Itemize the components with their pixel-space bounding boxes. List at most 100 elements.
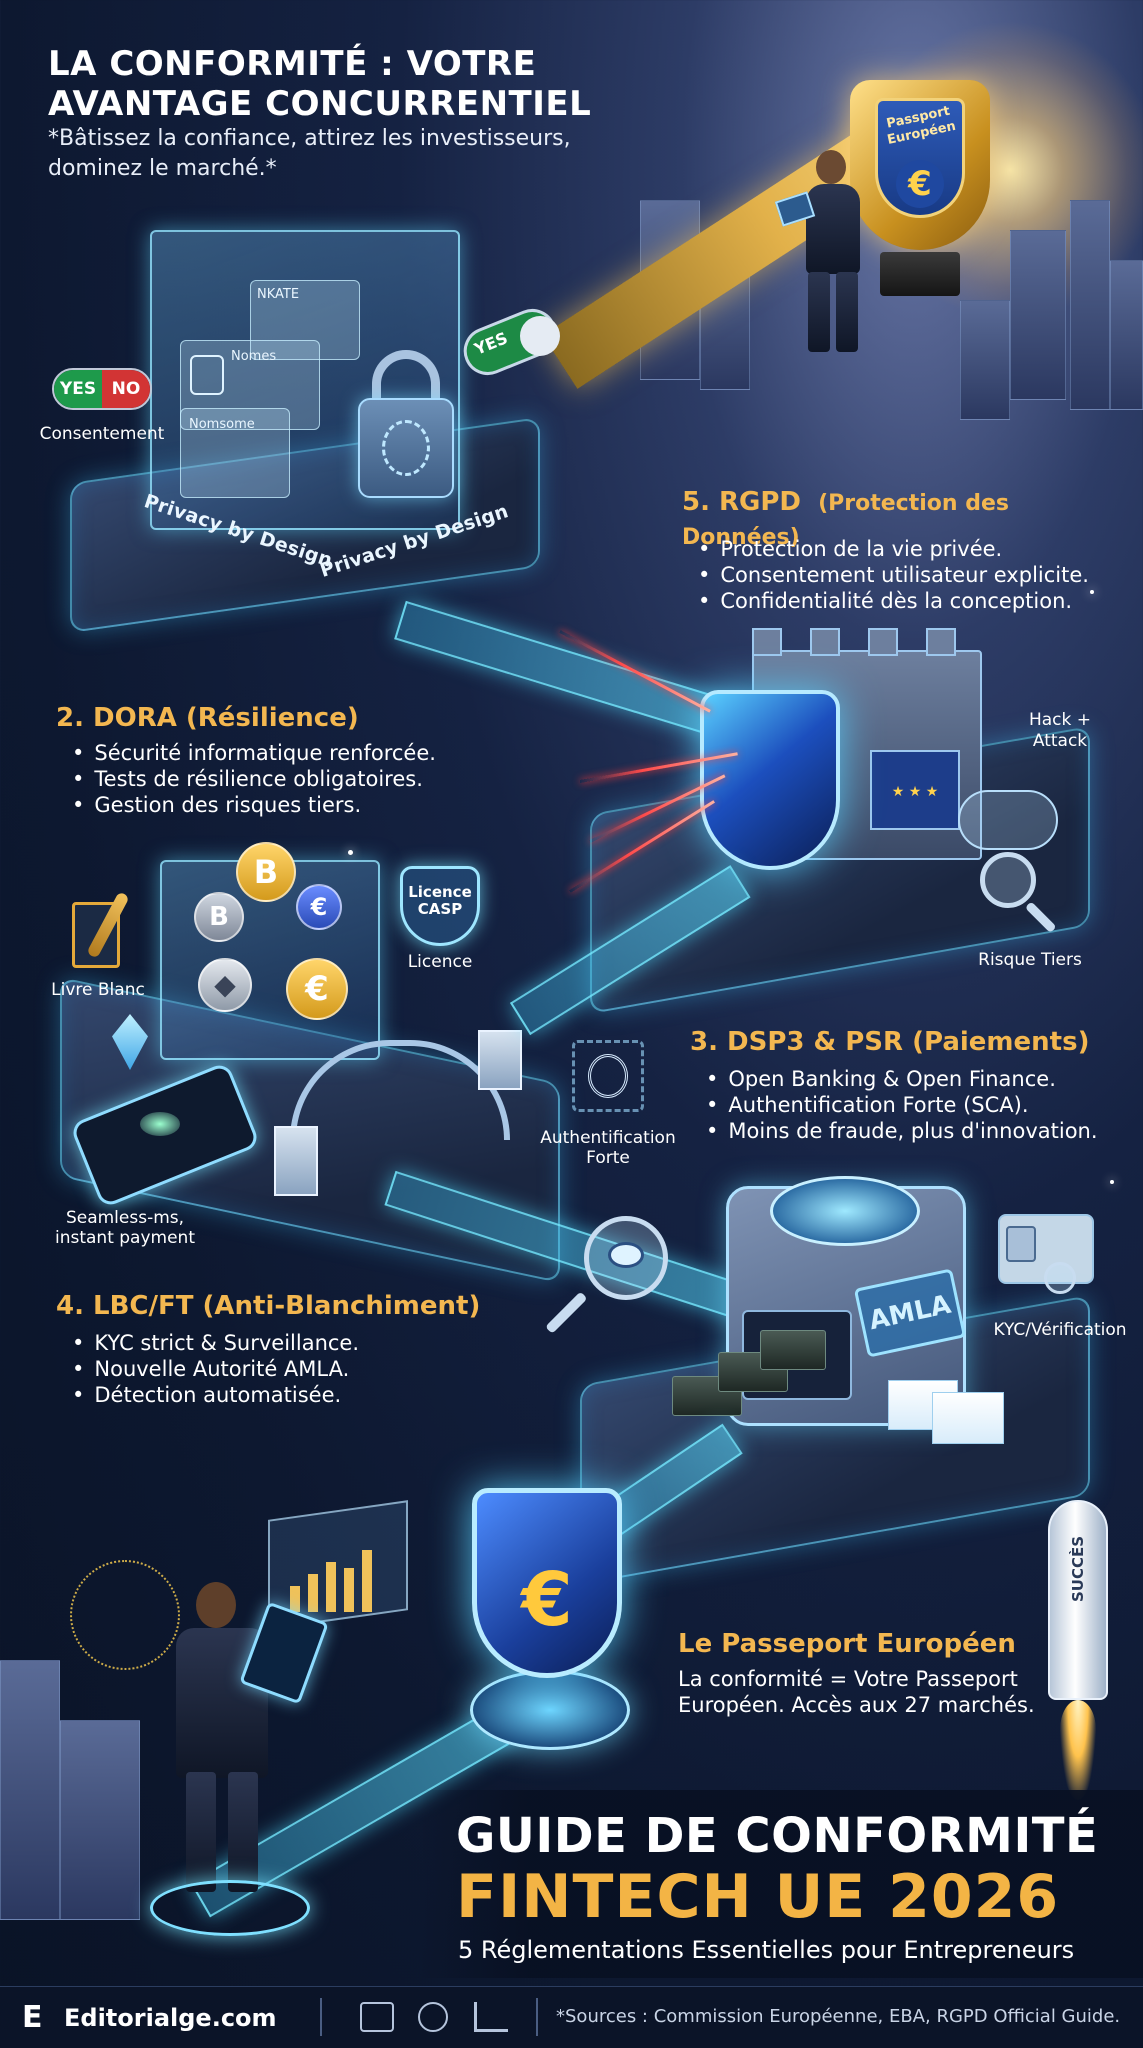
- euro-coin-icon: €: [286, 958, 348, 1020]
- sparkle: [348, 850, 353, 855]
- lbc-bullets: KYC strict & Surveillance. Nouvelle Auto…: [72, 1330, 532, 1408]
- person-leg: [808, 272, 830, 352]
- passport-text: La conformité = Votre Passeport Européen…: [678, 1667, 1035, 1717]
- eye-icon: [608, 1242, 644, 1268]
- euro-shield-icon: [472, 1488, 622, 1678]
- clock-tower: [0, 1660, 60, 1920]
- chart-bar: [326, 1562, 336, 1612]
- payment-glow: [140, 1112, 180, 1136]
- amla-scanner-top: [770, 1176, 920, 1246]
- passport-title: Le Passeport Européen: [678, 1629, 1016, 1659]
- footer-bar: [0, 1986, 1143, 2048]
- document-stack-icon: [932, 1392, 1004, 1444]
- id-card: NKATE: [250, 280, 360, 360]
- rgpd-bullets: Protection de la vie privée. Consentemen…: [698, 536, 1138, 614]
- licence-shield-icon: [400, 866, 480, 946]
- licence-label: Licence: [407, 952, 473, 972]
- euro-icon: €: [896, 160, 944, 208]
- avatar-icon: [190, 355, 224, 395]
- chart-bar: [290, 1586, 300, 1612]
- chart-icon: [474, 2002, 508, 2032]
- security-shield-icon: [700, 690, 840, 870]
- rgpd-title-main: 5. RGPD: [682, 487, 802, 517]
- person-leg: [186, 1772, 216, 1892]
- castle-merlon: [810, 628, 840, 656]
- footer-divider: [536, 1998, 538, 2036]
- cash-stack-icon: [760, 1330, 826, 1370]
- euro-coin-icon: €: [296, 884, 342, 930]
- dora-bullets: Sécurité informatique renforcée. Tests d…: [72, 740, 532, 818]
- chart-bar: [344, 1568, 354, 1612]
- city-building: [960, 300, 1010, 420]
- city-building: [1110, 260, 1143, 410]
- list-item: Consentement utilisateur explicite.: [698, 562, 1138, 588]
- list-item: Tests de résilience obligatoires.: [72, 766, 532, 792]
- shield-pedestal: [470, 1670, 630, 1750]
- guide-banner: [420, 1790, 1143, 1978]
- list-item: Protection de la vie privée.: [698, 536, 1138, 562]
- chart-bar: [362, 1550, 372, 1612]
- rocket-label: SUCCÈS: [1069, 1535, 1087, 1603]
- castle-merlon: [926, 628, 956, 656]
- sparkle: [1090, 590, 1094, 594]
- person-leg: [836, 272, 858, 352]
- toggle-yes: YES: [54, 370, 102, 408]
- dsp3-title: 3. DSP3 & PSR (Paiements): [690, 1027, 1090, 1057]
- livre-blanc-label: Livre Blanc: [51, 980, 145, 1000]
- list-item: Confidentialité dès la conception.: [698, 588, 1138, 614]
- magnifier-icon: [1044, 1262, 1076, 1294]
- sources-text: *Sources : Commission Européenne, EBA, R…: [556, 2006, 1121, 2027]
- footer-divider: [320, 1998, 322, 2036]
- fingerprint-icon: [588, 1054, 628, 1098]
- castle-merlon: [868, 628, 898, 656]
- padlock-shackle: [372, 350, 440, 414]
- bank-pillar-icon: [478, 1030, 522, 1090]
- kyc-label: KYC/Vérification: [993, 1320, 1127, 1340]
- toggle-no: NO: [102, 370, 150, 408]
- magnifier-icon: [980, 852, 1036, 908]
- risque-tiers-label: Risque Tiers: [978, 950, 1082, 970]
- rocket-flame: [1060, 1700, 1096, 1800]
- list-item: Moins de fraude, plus d'innovation.: [706, 1118, 1136, 1144]
- euro-icon: €: [521, 1557, 573, 1643]
- list-item: Open Banking & Open Finance.: [706, 1066, 1136, 1092]
- city-building: [60, 1720, 140, 1920]
- guide-title-line1: GUIDE DE CONFORMITÉ: [456, 1808, 1099, 1864]
- guide-subtitle: 5 Réglementations Essentielles pour Entr…: [458, 1936, 1075, 1964]
- search-icon: [418, 2002, 448, 2032]
- eu-stars-icon: [70, 1560, 180, 1670]
- list-item: Gestion des risques tiers.: [72, 792, 532, 818]
- chart-bar: [308, 1574, 318, 1612]
- businessman-figure: [806, 184, 860, 274]
- payment-label: Seamless-ms, instant payment: [54, 1208, 195, 1248]
- coin-icon: B: [194, 892, 244, 942]
- list-item: KYC strict & Surveillance.: [72, 1330, 532, 1356]
- castle-merlon: [752, 628, 782, 656]
- ethereum-icon: ◆: [198, 958, 252, 1012]
- clock-tower: [1070, 200, 1110, 410]
- city-building: [1010, 230, 1066, 400]
- rocket-icon: [1048, 1500, 1108, 1700]
- brand-name[interactable]: Editorialge.com: [64, 2004, 277, 2032]
- bank-pillar-icon: [274, 1126, 318, 1196]
- magnifier-handle: [545, 1291, 588, 1334]
- newspaper-icon: [360, 2002, 394, 2032]
- hack-label: Hack + Attack: [1028, 710, 1092, 751]
- dsp3-bullets: Open Banking & Open Finance. Authentific…: [706, 1066, 1136, 1144]
- list-item: Détection automatisée.: [72, 1382, 532, 1408]
- list-item: Authentification Forte (SCA).: [706, 1092, 1136, 1118]
- guide-title-line2: FINTECH UE 2026: [456, 1862, 1060, 1932]
- avatar-icon: [1006, 1226, 1036, 1262]
- eu-flag-icon: ★ ★ ★: [870, 750, 960, 830]
- bitcoin-icon: B: [236, 842, 296, 902]
- sparkle: [1110, 1180, 1114, 1184]
- id-card: Nomsome: [180, 408, 290, 498]
- cloud-icon: [958, 790, 1058, 850]
- auth-label: Authentification Forte: [540, 1128, 676, 1168]
- person-leg: [228, 1772, 258, 1892]
- page-title: LA CONFORMITÉ : VOTRE AVANTAGE CONCURREN…: [48, 44, 592, 124]
- lbc-title: 4. LBC/FT (Anti-Blanchiment): [56, 1291, 481, 1321]
- fingerprint-frame: [572, 1040, 644, 1112]
- consent-toggle: YES NO: [52, 368, 152, 410]
- person-head: [196, 1582, 236, 1628]
